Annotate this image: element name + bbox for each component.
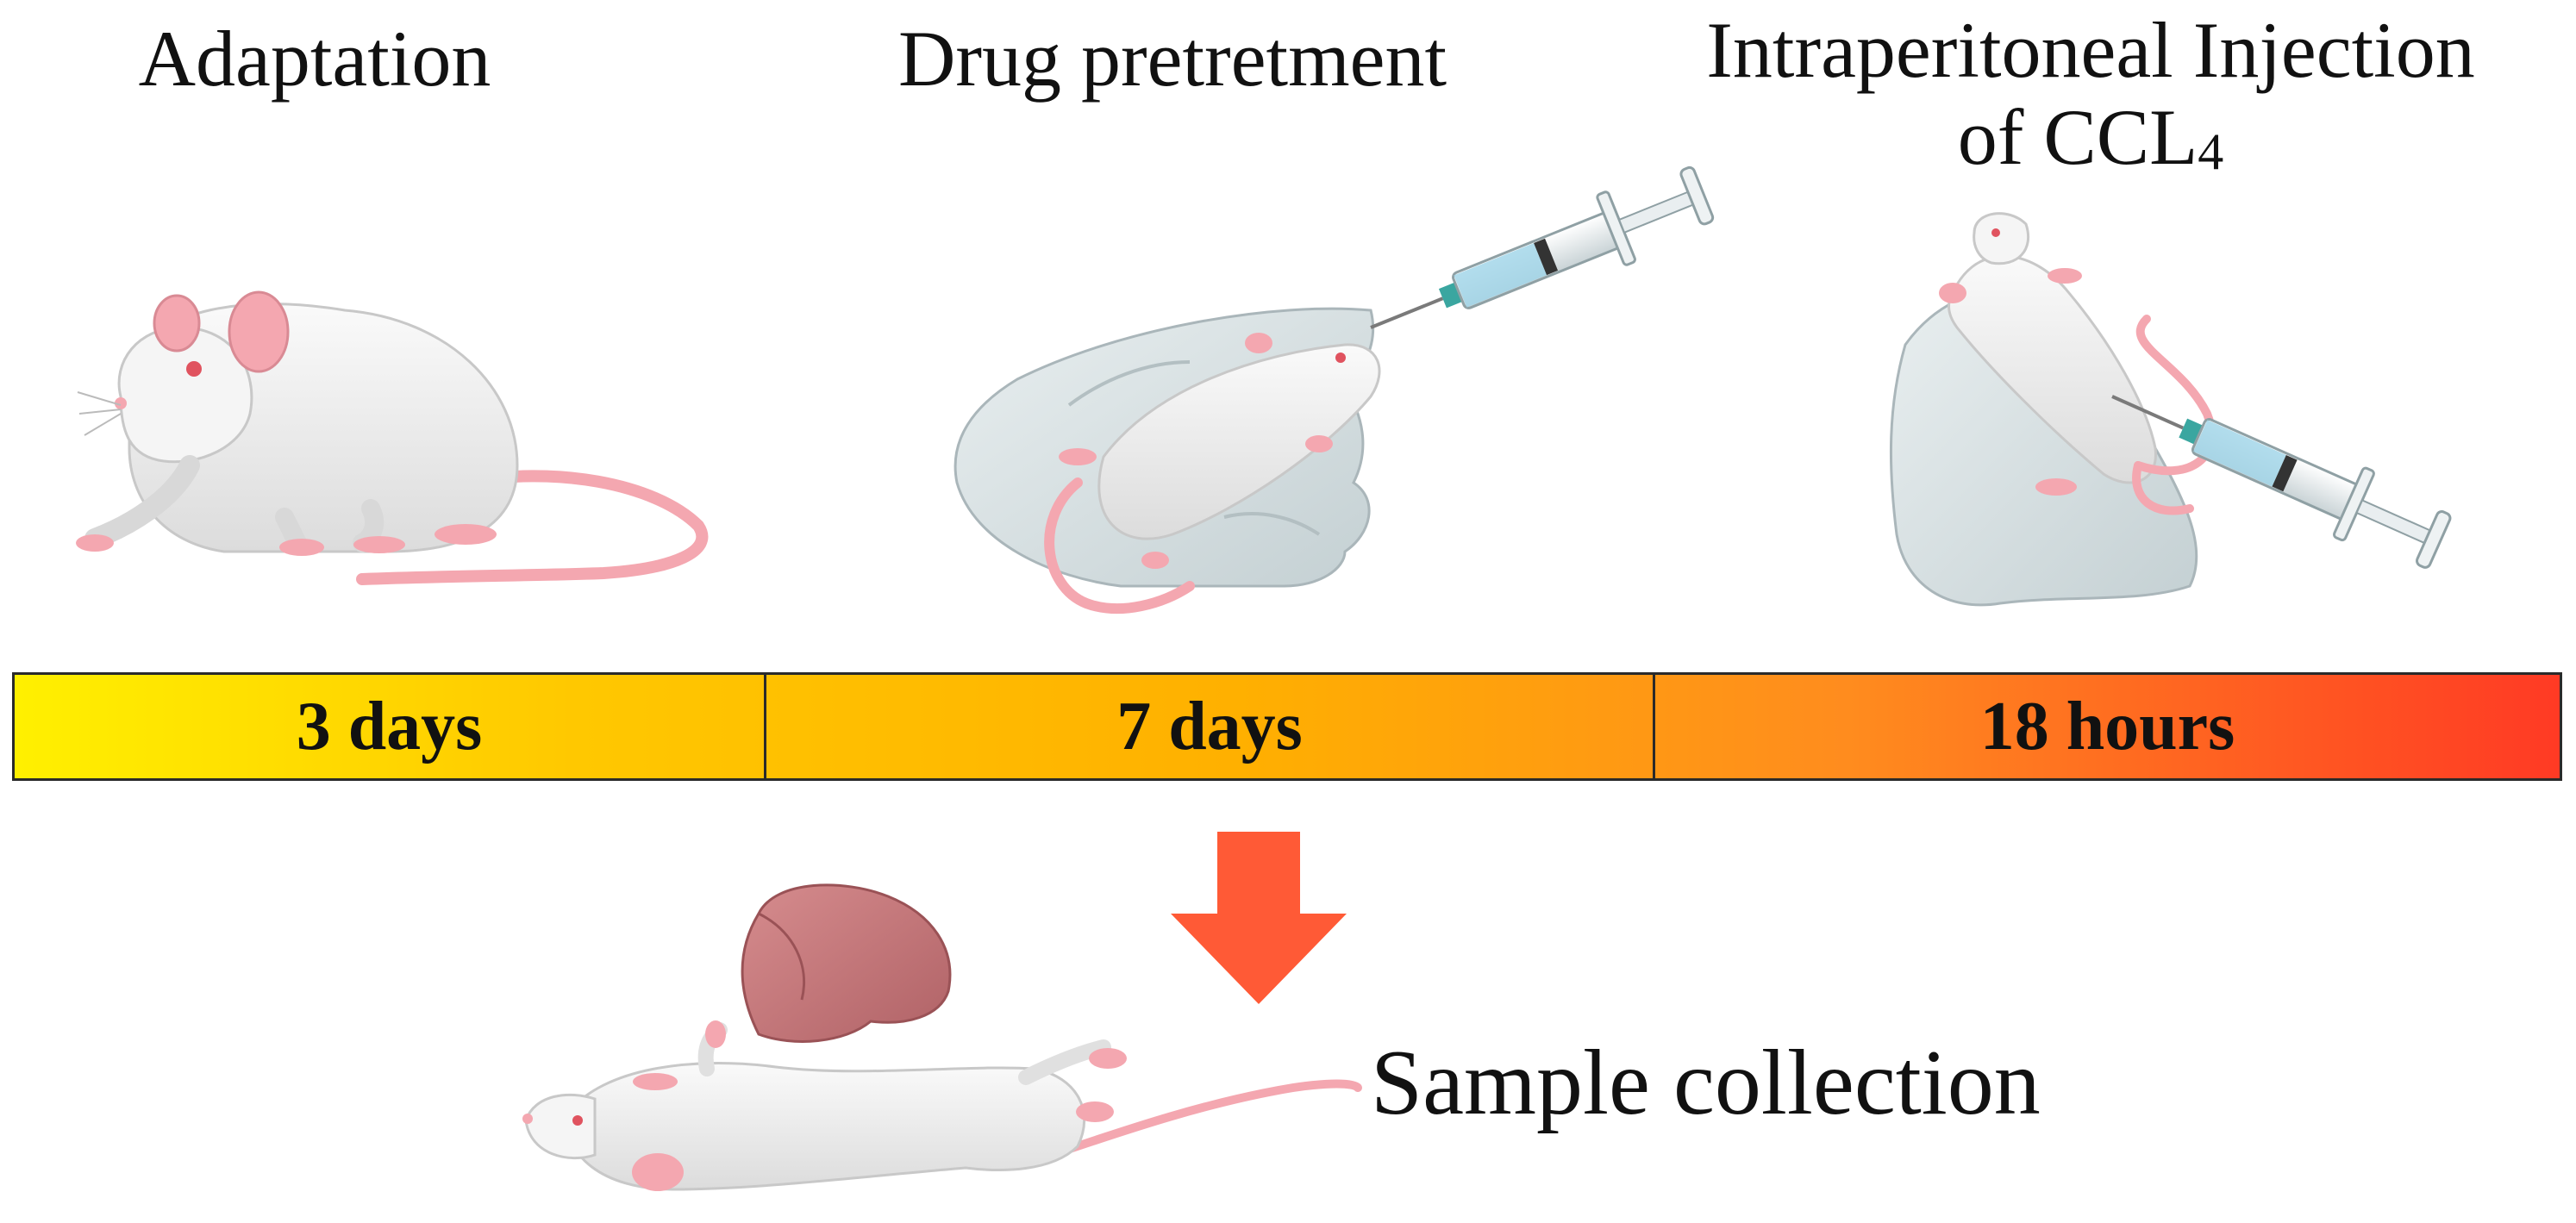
mouse-icon — [1939, 212, 2216, 515]
timeline-bar: 3 days 7 days 18 hours — [12, 672, 2562, 781]
stage-title-ip-line2: of CCL4 — [1638, 94, 2543, 181]
sample-collection-label: Sample collection — [1371, 1032, 2041, 1134]
stage-title-ip-line1: Intraperitoneal Injection — [1706, 6, 2475, 94]
stage-title-drug-pretreatment: Drug pretretment — [897, 15, 1447, 103]
timeline-segment-ip-injection: 18 hours — [1655, 675, 2560, 778]
syringe-icon — [2111, 395, 2452, 569]
duration-label: 18 hours — [1979, 688, 2235, 764]
duration-label: 7 days — [1116, 688, 1303, 764]
down-arrow-icon — [1171, 832, 1347, 1004]
mouse-icon — [1044, 333, 1381, 615]
duration-label: 3 days — [296, 688, 483, 764]
mouse-icon — [522, 1020, 1362, 1191]
syringe-icon — [1370, 165, 1715, 329]
mouse-icon — [76, 290, 709, 585]
stage-title-adaptation: Adaptation — [138, 15, 491, 103]
stage-title-ip-injection: Intraperitoneal Injection of CCL4 — [1638, 6, 2543, 181]
stage-title-ip-subscript: 4 — [2198, 123, 2224, 181]
stage-title-ip-line2-text: of CCL — [1957, 93, 2198, 182]
timeline-segment-adaptation: 3 days — [15, 675, 766, 778]
timeline-segment-drug-pretreatment: 7 days — [766, 675, 1655, 778]
liver-icon — [741, 883, 952, 1043]
